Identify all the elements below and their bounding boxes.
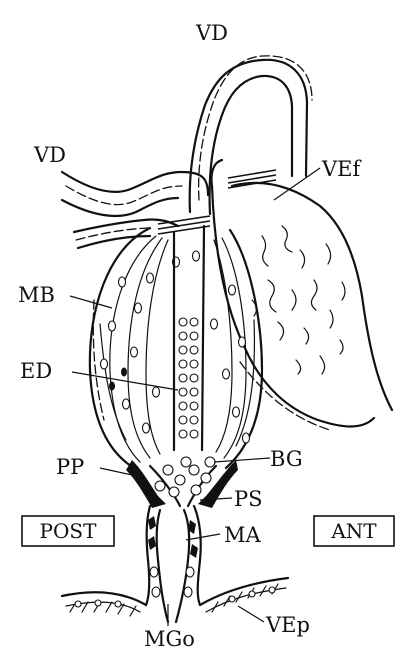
muscular-bulb — [90, 228, 262, 468]
ventral-epidermis — [62, 578, 288, 616]
orientation-ant-label: ANT — [330, 519, 377, 543]
label-ma: MA — [224, 523, 262, 547]
label-mgo: MGo — [144, 627, 195, 651]
label-vd-top: VD — [195, 21, 228, 45]
male-atrium — [146, 506, 201, 622]
penial-papilla — [126, 457, 238, 508]
label-vep: VEp — [265, 613, 310, 637]
orientation-ant-box: ANT — [314, 516, 394, 546]
label-pp: PP — [56, 455, 84, 479]
ventral-epidermis-fold — [211, 160, 392, 430]
label-ed: ED — [20, 359, 52, 383]
orientation-post-box: POST — [22, 516, 114, 546]
label-bg: BG — [270, 447, 303, 471]
label-mb: MB — [18, 283, 55, 307]
label-vef: VEf — [321, 157, 362, 181]
label-vd-left: VD — [33, 143, 66, 167]
orientation-post-label: POST — [40, 519, 98, 543]
label-ps: PS — [234, 487, 263, 511]
